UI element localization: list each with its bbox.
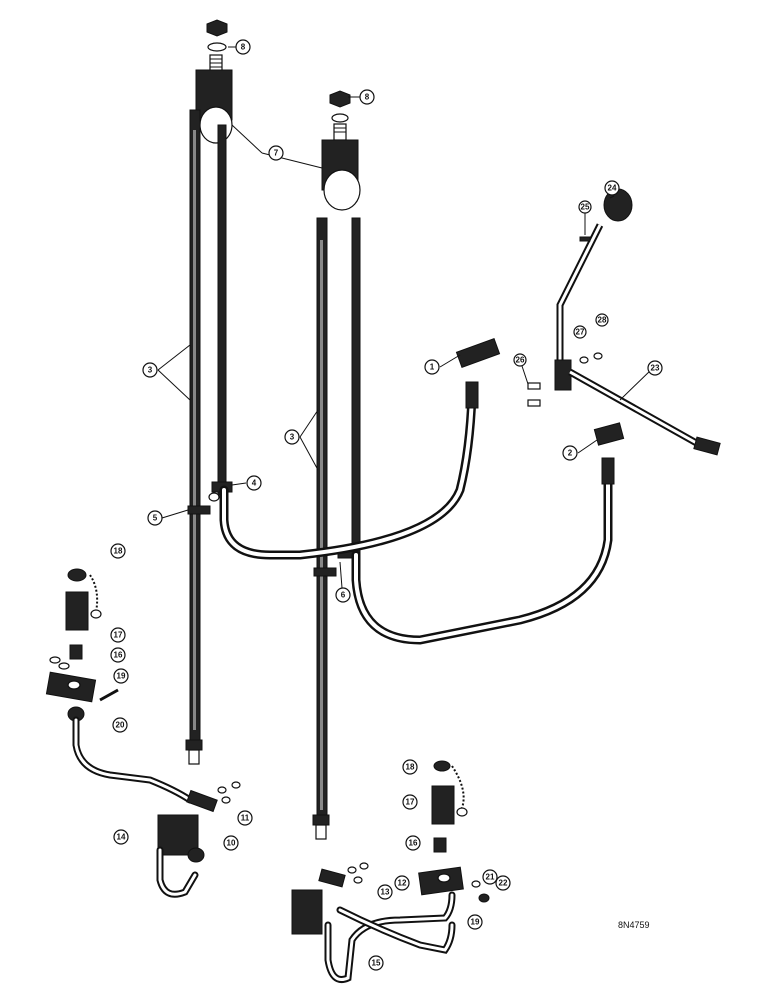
callout-number: 24 — [608, 184, 617, 193]
callout: 23 — [647, 360, 663, 376]
callout: 14 — [113, 829, 129, 845]
valve-fittings — [455, 338, 625, 446]
callout-number: 4 — [252, 479, 257, 488]
callout: 19 — [467, 914, 483, 930]
callout: 13 — [377, 884, 393, 900]
hydraulic-hoses — [219, 381, 615, 645]
callout-number: 15 — [372, 959, 381, 968]
callout: 12 — [394, 875, 410, 891]
callout: 1 — [424, 359, 440, 375]
callout: 16 — [405, 835, 421, 851]
callout-number: 11 — [241, 814, 250, 823]
callout: 8 — [359, 89, 375, 105]
callout: 17 — [402, 794, 418, 810]
callout-number: 21 — [486, 873, 495, 882]
callout: 16 — [110, 647, 126, 663]
callout-number: 20 — [116, 721, 125, 730]
callout-number: 10 — [227, 839, 236, 848]
callout-number: 6 — [341, 591, 346, 600]
callout-number: 22 — [499, 879, 508, 888]
callout: 11 — [237, 810, 253, 826]
callout: 18 — [110, 543, 126, 559]
callout-number: 23 — [651, 364, 660, 373]
callouts: 8 8 7 3 3 4 5 6 1 2 24 25 27 28 26 23 18… — [110, 39, 663, 971]
callout: 8 — [235, 39, 251, 55]
right-coupler-group — [291, 760, 490, 983]
left-coupler-group — [45, 568, 241, 898]
callout: 10 — [223, 835, 239, 851]
callout: 26 — [513, 353, 527, 367]
callout: 15 — [368, 955, 384, 971]
callout-number: 28 — [598, 316, 607, 325]
callout-number: 18 — [114, 547, 123, 556]
callout: 7 — [268, 145, 284, 161]
callout: 25 — [578, 200, 592, 214]
callout-number: 16 — [114, 651, 123, 660]
callout-number: 12 — [398, 879, 407, 888]
callout: 3 — [284, 429, 300, 445]
callout-number: 2 — [568, 449, 573, 458]
callout-number: 18 — [406, 763, 415, 772]
callout: 6 — [335, 587, 351, 603]
left-hydraulic-ram — [185, 19, 233, 765]
callout-number: 1 — [430, 363, 435, 372]
control-lever — [527, 188, 721, 456]
callout: 28 — [595, 313, 609, 327]
callout: 4 — [246, 475, 262, 491]
callout-number: 8 — [241, 43, 246, 52]
callout-number: 3 — [290, 433, 295, 442]
callout-number: 5 — [153, 514, 158, 523]
callout-number: 14 — [117, 833, 126, 842]
callout-number: 27 — [576, 328, 585, 337]
callout-number: 17 — [406, 798, 415, 807]
callout: 5 — [147, 510, 163, 526]
callout: 2 — [562, 445, 578, 461]
right-hydraulic-ram — [312, 90, 361, 840]
callout: 19 — [113, 668, 129, 684]
callout: 24 — [604, 180, 620, 196]
callout-number: 17 — [114, 631, 123, 640]
callout: 18 — [402, 759, 418, 775]
reference-code: 8N4759 — [618, 920, 650, 930]
callout-number: 19 — [471, 918, 480, 927]
callout-number: 19 — [117, 672, 126, 681]
callout-number: 8 — [365, 93, 370, 102]
callout: 27 — [573, 325, 587, 339]
callout-number: 25 — [581, 203, 590, 212]
callout: 3 — [142, 362, 158, 378]
callout-number: 13 — [381, 888, 390, 897]
callout-number: 3 — [148, 366, 153, 375]
callout-number: 7 — [274, 149, 279, 158]
callout-number: 26 — [516, 356, 525, 365]
callout: 22 — [495, 875, 511, 891]
callout: 20 — [112, 717, 128, 733]
leader-lines — [157, 46, 654, 589]
callout: 17 — [110, 627, 126, 643]
callout-number: 16 — [409, 839, 418, 848]
callout: 21 — [482, 869, 498, 885]
